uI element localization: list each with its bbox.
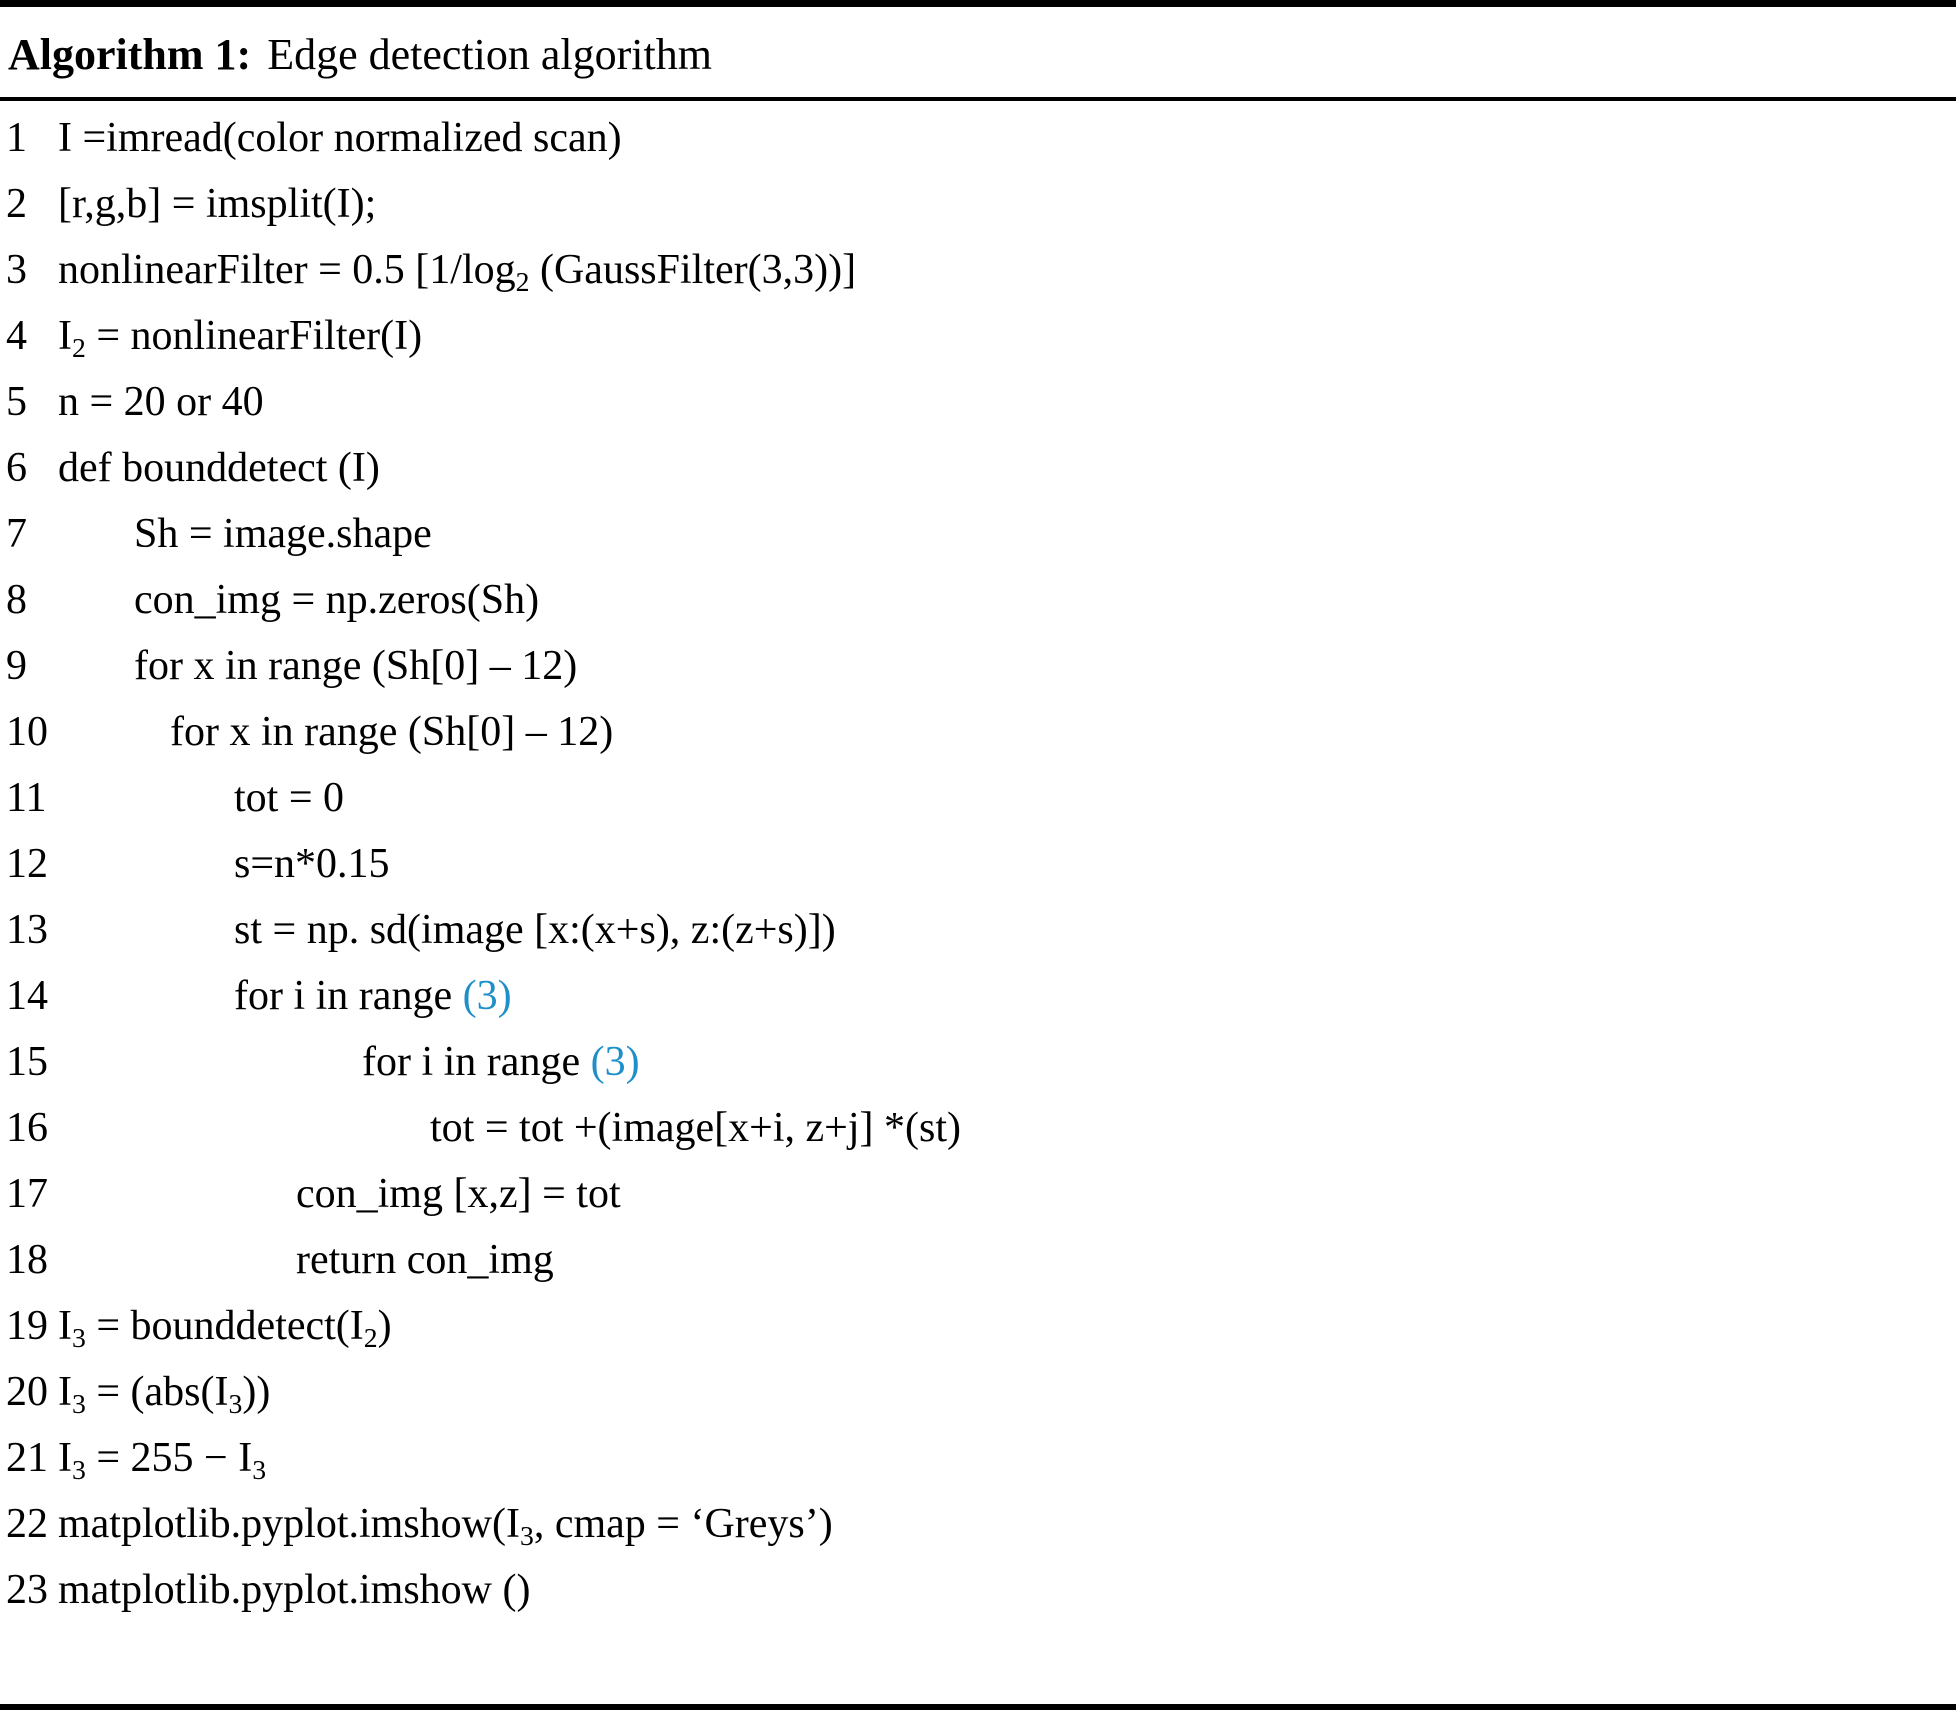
code-line: 11 tot = 0	[0, 777, 1956, 843]
line-number: 5	[6, 379, 27, 425]
code-line: 3 nonlinearFilter = 0.5 [1/log2 (GaussFil…	[0, 249, 1956, 315]
line-number: 17	[6, 1171, 48, 1217]
line-content: I =imread(color normalized scan)	[58, 115, 622, 161]
line-content: tot = 0	[234, 775, 345, 821]
line-content: I3 = 255 − I3	[58, 1435, 267, 1485]
line-content: tot = tot +(image[x+i, z+j] *(st)	[430, 1105, 961, 1151]
line-content: s=n*0.15	[234, 841, 390, 887]
bottom-rule	[0, 1704, 1956, 1710]
line-content: def bounddetect (I)	[58, 445, 380, 491]
line-number: 9	[6, 643, 27, 689]
line-number: 3	[6, 247, 27, 293]
line-content: matplotlib.pyplot.imshow ()	[58, 1567, 531, 1613]
pseudocode-lines: 1 I =imread(color normalized scan) 2 [r,g,b…	[0, 101, 1956, 1635]
code-line: 7 Sh = image.shape	[0, 513, 1956, 579]
highlighted-literal: (3)	[590, 1039, 640, 1085]
subscript: 3	[519, 1519, 534, 1551]
code-line: 12 s=n*0.15	[0, 843, 1956, 909]
line-number: 15	[6, 1039, 48, 1085]
line-content: n = 20 or 40	[58, 379, 264, 425]
code-line: 17 con_img [x,z] = tot	[0, 1173, 1956, 1239]
line-content: matplotlib.pyplot.imshow(I3, cmap = ‘Gre…	[58, 1501, 833, 1551]
subscript: 3	[72, 1453, 86, 1485]
line-content: for x in range (Sh[0] – 12)	[170, 709, 614, 755]
code-line: 18 return con_img	[0, 1239, 1956, 1305]
line-number: 16	[6, 1105, 48, 1151]
line-number: 13	[6, 907, 48, 953]
line-number: 14	[6, 973, 48, 1019]
line-number: 8	[6, 577, 27, 623]
line-number: 23	[6, 1567, 48, 1613]
line-number: 1	[6, 115, 27, 161]
code-line: 10 for x in range (Sh[0] – 12)	[0, 711, 1956, 777]
line-content: [r,g,b] = imsplit(I);	[58, 181, 377, 227]
line-number: 2	[6, 181, 27, 227]
line-content: for i in range (3)	[362, 1039, 640, 1085]
code-line: 16 tot = tot +(image[x+i, z+j] *(st)	[0, 1107, 1956, 1173]
line-number: 7	[6, 511, 27, 557]
line-content: I2 = nonlinearFilter(I)	[58, 313, 423, 363]
code-line: 2 [r,g,b] = imsplit(I);	[0, 183, 1956, 249]
code-line: 13 st = np. sd(image [x:(x+s), z:(z+s)])	[0, 909, 1956, 975]
line-content: Sh = image.shape	[134, 511, 432, 557]
subscript: 2	[515, 265, 530, 297]
algorithm-title: Edge detection algorithm	[267, 30, 712, 79]
code-line: 6 def bounddetect (I)	[0, 447, 1956, 513]
line-number: 10	[6, 709, 48, 755]
caption-separator-rule	[0, 97, 1956, 101]
line-number: 18	[6, 1237, 48, 1283]
subscript: 3	[72, 1321, 86, 1353]
code-line: 15 for i in range (3)	[0, 1041, 1956, 1107]
subscript: 3	[228, 1387, 243, 1419]
algorithm-caption: Algorithm 1: Edge detection algorithm	[0, 7, 1956, 97]
line-content: st = np. sd(image [x:(x+s), z:(z+s)])	[234, 907, 836, 953]
subscript: 2	[72, 331, 86, 363]
line-content: con_img = np.zeros(Sh)	[134, 577, 540, 623]
line-number: 4	[6, 313, 27, 359]
code-line: 14 for i in range (3)	[0, 975, 1956, 1041]
line-content: for i in range (3)	[234, 973, 512, 1019]
line-content: nonlinearFilter = 0.5 [1/log2 (GaussFilt…	[58, 247, 857, 297]
line-content: con_img [x,z] = tot	[296, 1171, 621, 1217]
code-line: 8 con_img = np.zeros(Sh)	[0, 579, 1956, 645]
code-line: 4 I2 = nonlinearFilter(I)	[0, 315, 1956, 381]
highlighted-literal: (3)	[462, 973, 512, 1019]
top-rule	[0, 0, 1956, 7]
algorithm-number-label: Algorithm 1:	[8, 30, 252, 79]
line-content: for x in range (Sh[0] – 12)	[134, 643, 578, 689]
line-number: 19	[6, 1303, 48, 1349]
subscript: 3	[72, 1387, 86, 1419]
line-content: I3 = (abs(I3))	[58, 1369, 271, 1419]
line-content: I3 = bounddetect(I2)	[58, 1303, 392, 1353]
code-line: 9 for x in range (Sh[0] – 12)	[0, 645, 1956, 711]
code-line: 5 n = 20 or 40	[0, 381, 1956, 447]
line-content: return con_img	[296, 1237, 554, 1283]
line-number: 11	[6, 775, 47, 821]
subscript: 2	[363, 1321, 378, 1353]
code-line: 1 I =imread(color normalized scan)	[0, 117, 1956, 183]
line-number: 12	[6, 841, 48, 887]
line-number: 6	[6, 445, 27, 491]
line-number: 22	[6, 1501, 48, 1547]
line-number: 21	[6, 1435, 48, 1481]
line-number: 20	[6, 1369, 48, 1415]
subscript: 3	[252, 1453, 267, 1485]
